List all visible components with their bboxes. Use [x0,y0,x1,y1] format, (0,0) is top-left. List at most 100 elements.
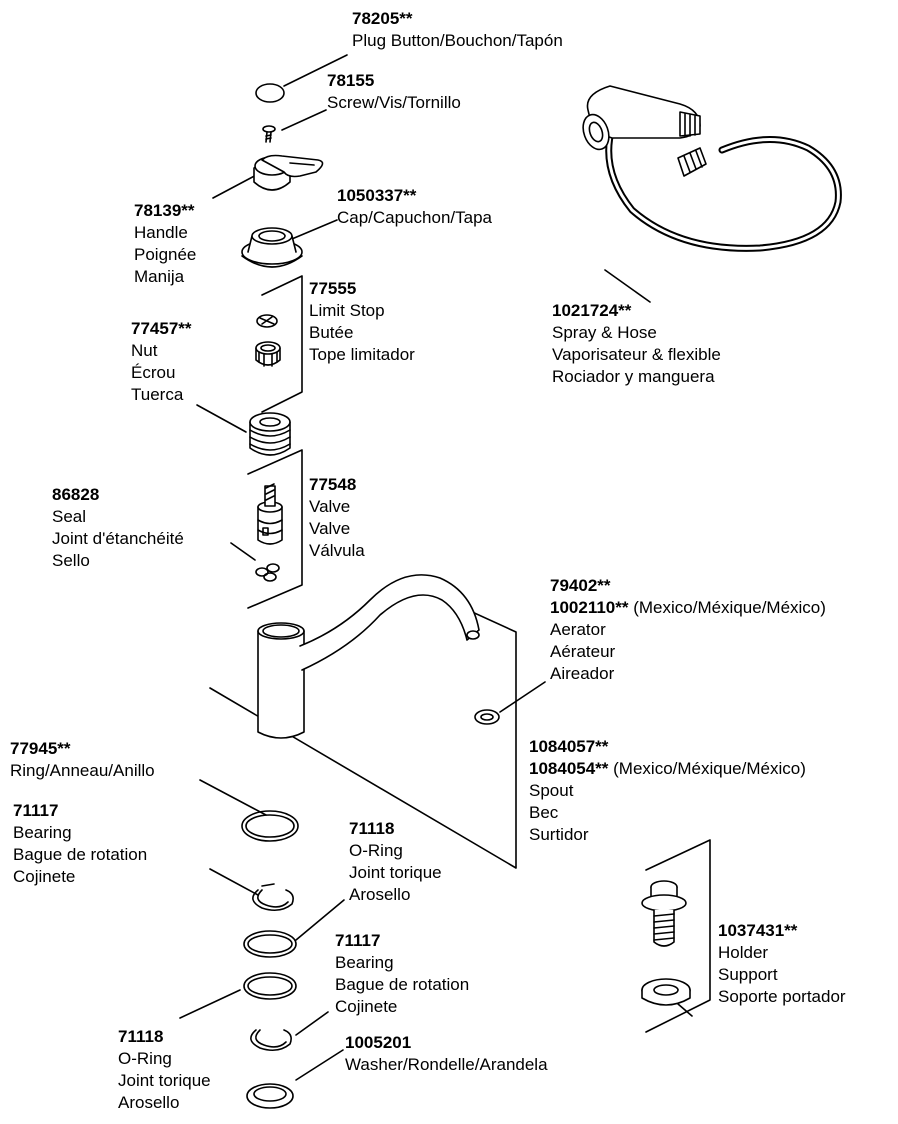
part-number: 77457** [131,319,192,338]
part-description: Bec [529,803,559,822]
washer-icon [246,1083,294,1109]
threaded-adapter-icon [249,412,291,456]
part-number: 86828 [52,485,100,504]
part-description: Screw/Vis/Tornillo [327,93,461,112]
limit-stop-icon [256,314,278,328]
part-number: 1021724** [552,301,632,320]
part-description: O-Ring [349,841,403,860]
part-description: Bearing [335,953,394,972]
part-description: Washer/Rondelle/Arandela [345,1055,548,1074]
part-description: Tuerca [131,385,184,404]
part-description: Valve [309,519,351,538]
spray-hose-icon [582,85,842,252]
part-description: Valve [309,497,351,516]
part-description: Manija [134,267,185,286]
part-description: Cojinete [13,867,76,886]
part-description: Surtidor [529,825,589,844]
part-number: 1084057** [529,737,609,756]
part-number: 77555 [309,279,357,298]
part-number: 71118 [118,1027,164,1046]
part-number: 71117 [335,931,381,950]
part-label-bearing-lower: 71117 Bearing Bague de rotation Cojinete [335,930,469,1018]
part-number: 1037431** [718,921,798,940]
part-description: Tope limitador [309,345,415,364]
part-description: Spray & Hose [552,323,657,342]
part-description: Sello [52,551,90,570]
part-description: Aerator [550,620,606,639]
bracket-lines [247,275,711,1033]
part-label-screw: 78155 Screw/Vis/Tornillo [327,70,461,114]
plug-button-icon [255,83,285,103]
part-number-mexico: 1084054** (Mexico/Méxique/México) [529,759,806,778]
region-note: (Mexico/Méxique/México) [628,598,826,617]
part-label-plug-button: 78205** Plug Button/Bouchon/Tapón [352,8,563,52]
part-description: Poignée [134,245,197,264]
part-label-nut: 77457** Nut Écrou Tuerca [131,318,192,406]
part-description: Arosello [349,885,411,904]
part-label-cap: 1050337** Cap/Capuchon/Tapa [337,185,492,229]
part-label-oring-lower: 71118 O-Ring Joint torique Arosello [118,1026,211,1114]
part-label-oring-upper: 71118 O-Ring Joint torique Arosello [349,818,442,906]
part-label-spray-hose: 1021724** Spray & Hose Vaporisateur & fl… [552,300,721,388]
part-number: 78155 [327,71,375,90]
ring-icon [241,810,299,842]
part-number: 79402** [550,576,611,595]
bearing-icon [250,1029,292,1052]
seal-icon [255,563,280,582]
part-label-spout: 1084057** 1084054** (Mexico/Méxique/Méxi… [529,736,806,846]
bearing-icon [252,883,294,912]
part-description: Rociador y manguera [552,367,715,386]
part-description: Válvula [309,541,365,560]
part-label-handle: 78139** Handle Poignée Manija [134,200,196,288]
part-label-holder: 1037431** Holder Support Soporte portado… [718,920,846,1008]
part-label-bearing-upper: 71117 Bearing Bague de rotation Cojinete [13,800,147,888]
part-number: 78139** [134,201,195,220]
nut-icon [255,341,281,367]
part-description: Ring/Anneau/Anillo [10,761,155,780]
spout-icon [257,574,480,739]
part-description: Seal [52,507,87,526]
aerator-icon [474,709,500,725]
part-label-seal: 86828 Seal Joint d'étanchéité Sello [52,484,184,572]
part-description: Cap/Capuchon/Tapa [337,208,493,227]
part-number: 1005201 [345,1033,412,1052]
leader-lines [179,54,651,1081]
part-description: O-Ring [118,1049,172,1068]
part-description: Spout [529,781,574,800]
part-description: Cojinete [335,997,398,1016]
part-description: Handle [134,223,188,242]
part-number: 77548 [309,475,357,494]
screw-icon [262,125,276,143]
part-description: Bague de rotation [335,975,470,994]
region-note: (Mexico/Méxique/México) [608,759,806,778]
part-number-mexico: 1002110** (Mexico/Méxique/México) [550,598,826,617]
part-description: Joint torique [118,1071,211,1090]
part-label-washer: 1005201 Washer/Rondelle/Arandela [345,1032,548,1076]
part-number: 71117 [13,801,59,820]
valve-cartridge-icon [257,483,283,545]
part-description: Aérateur [550,642,616,661]
part-description: Arosello [118,1093,180,1112]
part-description: Nut [131,341,158,360]
part-description: Bearing [13,823,72,842]
cap-icon [241,227,303,268]
part-description: Écrou [131,363,176,382]
part-number: 71118 [349,819,395,838]
handle-icon [253,154,324,191]
part-label-limit-stop: 77555 Limit Stop Butée Tope limitador [309,278,415,366]
part-description: Aireador [550,664,615,683]
part-description: Limit Stop [309,301,385,320]
part-label-valve: 77548 Valve Valve Válvula [309,474,365,562]
part-description: Support [718,965,778,984]
part-number: 77945** [10,739,71,758]
part-description: Joint torique [349,863,442,882]
o-ring-icon [243,930,297,958]
part-description: Butée [309,323,354,342]
part-description: Soporte portador [718,987,846,1006]
part-description: Vaporisateur & flexible [552,345,721,364]
o-ring-icon [243,972,297,1000]
part-description: Joint d'étanchéité [52,529,184,548]
part-number: 1050337** [337,186,417,205]
